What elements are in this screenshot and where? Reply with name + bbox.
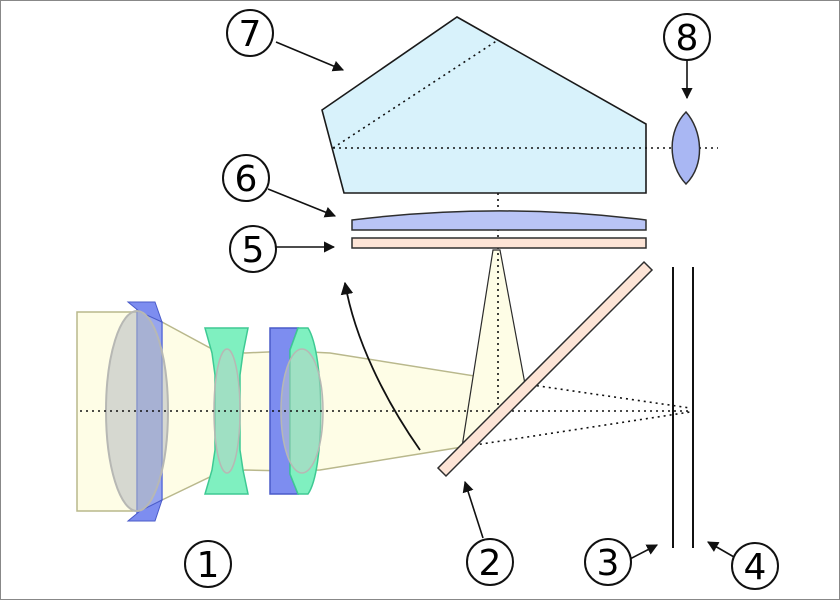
eyepiece-lens	[671, 110, 701, 186]
label-1: 1	[184, 540, 232, 588]
label-5-text: 5	[242, 230, 265, 271]
label-4-pointer	[707, 541, 735, 558]
label-1-text: 1	[197, 545, 220, 586]
label-7-pointer	[275, 41, 345, 72]
label-2-text: 2	[479, 543, 502, 584]
label-6-text: 6	[235, 159, 258, 200]
label-6-pointer	[267, 188, 337, 218]
mirror-swing-arrow	[340, 281, 421, 451]
label-8-text: 8	[676, 18, 699, 59]
pentaprism	[321, 16, 647, 194]
label-3-pointer	[627, 544, 658, 561]
condenser-lens	[351, 210, 647, 231]
label-3-text: 3	[597, 543, 620, 584]
ray-upper-dotted	[524, 383, 691, 409]
label-7-text: 7	[239, 14, 262, 55]
label-7: 7	[226, 9, 274, 57]
middle-lens-element	[204, 327, 249, 495]
label-4: 4	[731, 542, 779, 590]
label-8: 8	[663, 13, 711, 61]
label-2-pointer	[462, 480, 484, 539]
label-3: 3	[584, 538, 632, 586]
label-5: 5	[229, 225, 277, 273]
reflex-mirror	[436, 260, 654, 478]
label-4-text: 4	[744, 547, 767, 588]
ray-lower-dotted	[461, 411, 691, 448]
label-2: 2	[466, 538, 514, 586]
focusing-screen	[351, 237, 647, 249]
label-6: 6	[222, 154, 270, 202]
